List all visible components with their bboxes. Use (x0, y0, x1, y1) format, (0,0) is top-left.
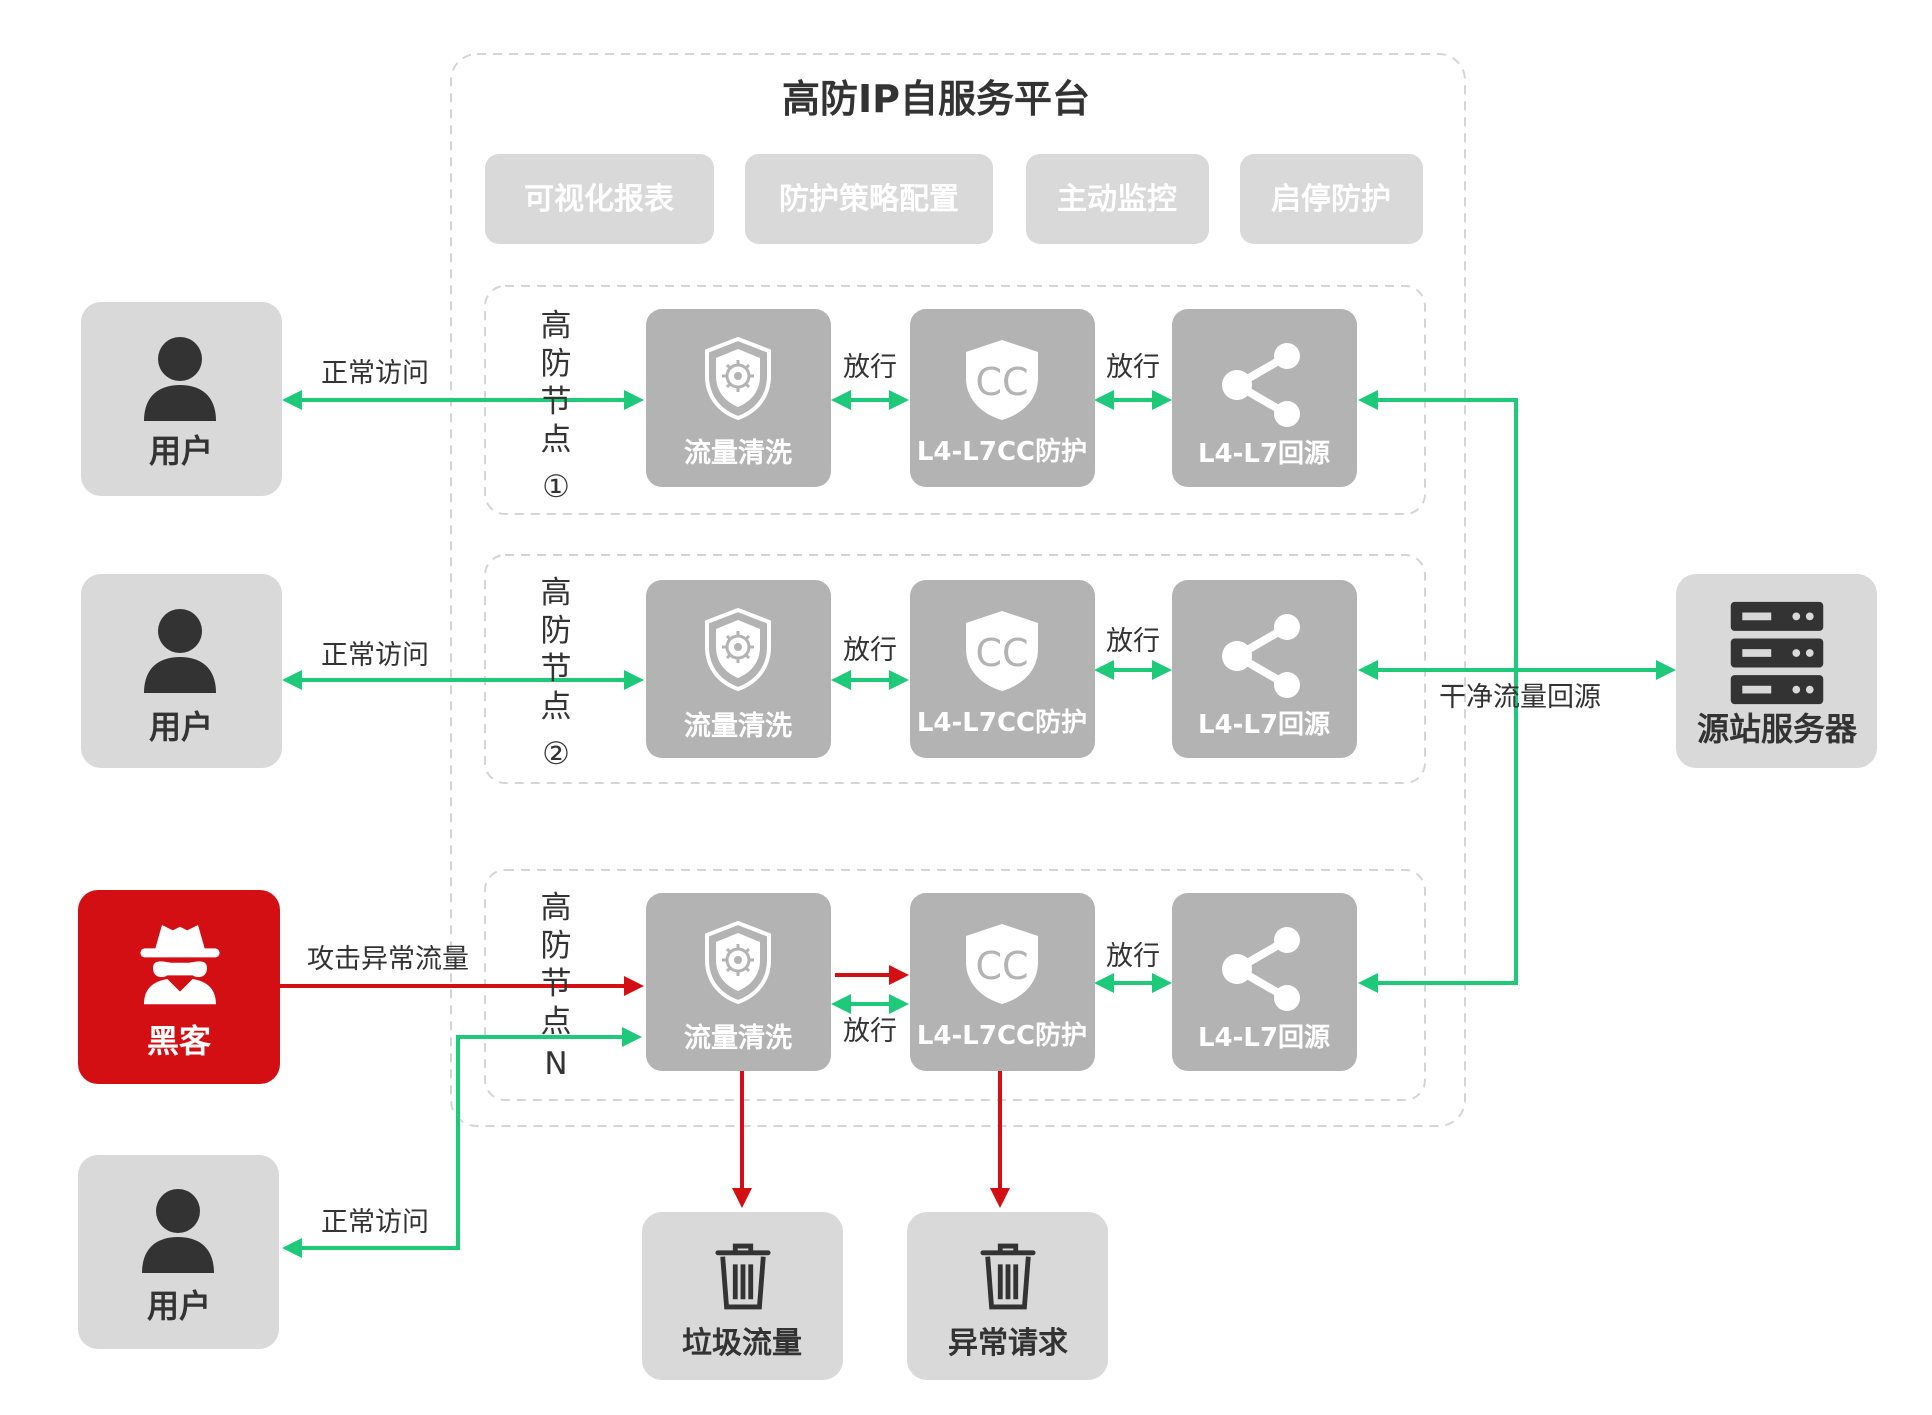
feature-label: 主动监控 (1057, 182, 1177, 217)
label-pass-1b: 放行 (1106, 352, 1160, 383)
label-pass-2a: 放行 (843, 635, 897, 666)
module-origin-return-2[interactable]: L4-L7回源 (1172, 580, 1357, 758)
trash-icon (983, 1246, 1033, 1307)
svg-text:节: 节 (541, 966, 572, 1002)
svg-text:防: 防 (541, 928, 572, 964)
feature-button-toggle-protection[interactable]: 启停防护 (1240, 154, 1423, 244)
node-n-label: 高 防 节 点 N (541, 890, 572, 1082)
feature-label: 防护策略配置 (779, 182, 959, 217)
module-origin-return-1[interactable]: L4-L7回源 (1172, 309, 1357, 487)
user-label: 用户 (149, 708, 213, 746)
svg-text:点: 点 (541, 1004, 572, 1040)
module-label: 流量清洗 (684, 438, 792, 469)
sink-garbage-traffic[interactable]: 垃圾流量 (642, 1212, 843, 1380)
svg-text:节: 节 (541, 651, 572, 687)
user-box-2[interactable]: 用户 (81, 574, 282, 768)
module-label: L4-L7回源 (1198, 710, 1330, 740)
module-cc-protection-n[interactable]: CC L4-L7CC防护 (910, 893, 1095, 1071)
label-pass-na: 放行 (843, 1016, 897, 1047)
cc-glyph: CC (975, 944, 1028, 988)
user-label: 用户 (149, 432, 213, 470)
feature-label: 启停防护 (1271, 182, 1391, 217)
node-1-label: 高 防 节 点 ① (541, 308, 572, 505)
label-normal-access-2: 正常访问 (321, 640, 429, 671)
module-origin-return-n[interactable]: L4-L7回源 (1172, 893, 1357, 1071)
feature-button-policy-config[interactable]: 防护策略配置 (745, 154, 993, 244)
label-pass-nb: 放行 (1106, 941, 1160, 972)
label-clean-return: 干净流量回源 (1439, 682, 1601, 713)
svg-text:节: 节 (541, 384, 572, 420)
module-label: L4-L7CC防护 (917, 437, 1087, 467)
cc-glyph: CC (975, 631, 1028, 675)
feature-label: 可视化报表 (524, 182, 674, 217)
svg-text:点: 点 (541, 422, 572, 458)
module-label: L4-L7CC防护 (917, 1021, 1087, 1051)
hacker-box[interactable]: 黑客 (78, 890, 280, 1084)
module-cc-protection-2[interactable]: CC L4-L7CC防护 (910, 580, 1095, 758)
label-normal-access-1: 正常访问 (321, 358, 429, 389)
flow-user3-node-n (282, 1027, 642, 1258)
node-2-label: 高 防 节 点 ② (541, 575, 572, 772)
svg-text:高: 高 (541, 575, 572, 611)
server-label: 源站服务器 (1697, 710, 1858, 748)
module-label: L4-L7回源 (1198, 439, 1330, 469)
sink-label: 异常请求 (948, 1326, 1068, 1361)
label-pass-2b: 放行 (1106, 626, 1160, 657)
feature-button-active-monitor[interactable]: 主动监控 (1026, 154, 1209, 244)
feature-button-visual-report[interactable]: 可视化报表 (485, 154, 714, 244)
user-label: 用户 (147, 1287, 211, 1325)
hacker-label: 黑客 (147, 1022, 211, 1060)
svg-text:①: ① (542, 469, 570, 505)
label-attack-traffic: 攻击异常流量 (307, 944, 469, 975)
module-traffic-scrubbing-n[interactable]: 流量清洗 (646, 893, 831, 1071)
svg-text:②: ② (542, 736, 570, 772)
module-label: 流量清洗 (684, 1023, 792, 1054)
server-icon (1730, 601, 1824, 705)
origin-server-box[interactable]: 源站服务器 (1676, 574, 1877, 768)
module-label: L4-L7CC防护 (917, 708, 1087, 738)
platform-title: 高防IP自服务平台 (782, 77, 1090, 121)
label-pass-1a: 放行 (843, 352, 897, 383)
svg-text:防: 防 (541, 613, 572, 649)
svg-text:防: 防 (541, 346, 572, 382)
cc-glyph: CC (975, 360, 1028, 404)
module-traffic-scrubbing-1[interactable]: 流量清洗 (646, 309, 831, 487)
platform-frame (450, 53, 1466, 1127)
sink-label: 垃圾流量 (682, 1326, 802, 1361)
module-cc-protection-1[interactable]: CC L4-L7CC防护 (910, 309, 1095, 487)
svg-text:点: 点 (541, 689, 572, 725)
module-label: 流量清洗 (684, 711, 792, 742)
module-traffic-scrubbing-2[interactable]: 流量清洗 (646, 580, 831, 758)
trash-icon (718, 1246, 768, 1307)
user-box-1[interactable]: 用户 (81, 302, 282, 496)
module-label: L4-L7回源 (1198, 1023, 1330, 1053)
svg-text:高: 高 (541, 890, 572, 926)
user-box-3[interactable]: 用户 (78, 1155, 279, 1349)
sink-abnormal-requests[interactable]: 异常请求 (907, 1212, 1108, 1380)
svg-text:高: 高 (541, 308, 572, 344)
label-normal-access-3: 正常访问 (321, 1207, 429, 1238)
svg-text:N: N (544, 1046, 567, 1082)
